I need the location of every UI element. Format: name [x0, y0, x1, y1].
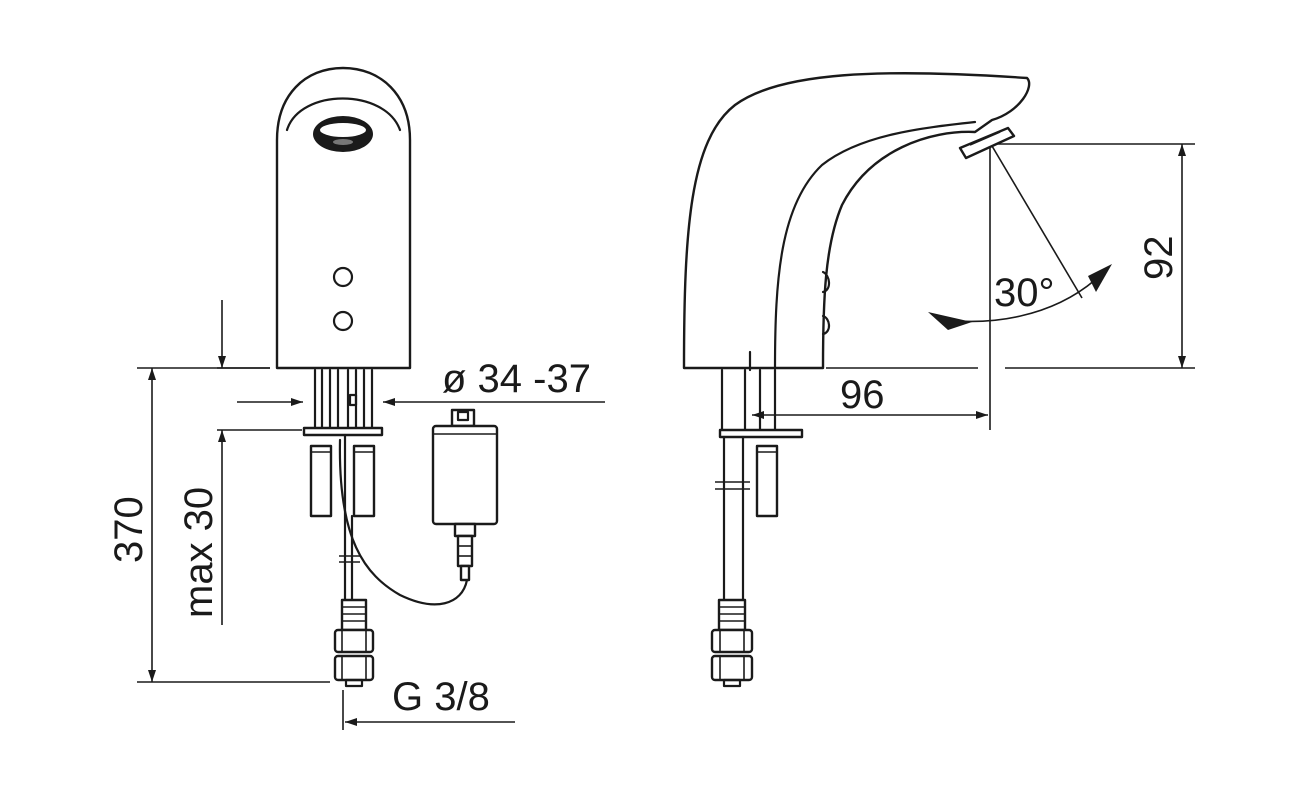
- max-thickness-label: max 30: [177, 487, 221, 618]
- reach-dimension: 96: [752, 373, 988, 419]
- reach-label: 96: [840, 373, 885, 417]
- side-inner-contour: [773, 120, 977, 370]
- front-view: ø 34 -37 max 30 370 G 3/8: [107, 66, 605, 730]
- angle-label: 30°: [994, 271, 1055, 315]
- total-height-label: 370: [107, 496, 151, 563]
- front-top-arc: [285, 97, 402, 132]
- spout-height-dimension: 92: [996, 143, 1195, 369]
- diameter-label: ø 34 -37: [442, 357, 591, 401]
- thread-label: G 3/8: [392, 675, 490, 719]
- side-sensor-bumps: [821, 270, 831, 336]
- side-aerator-icon: [958, 126, 1016, 160]
- front-shank: [302, 368, 384, 688]
- sensor-lower-icon: [332, 310, 354, 332]
- diameter-dimension: ø 34 -37: [237, 357, 605, 406]
- angle-dimension: 30°: [928, 145, 1112, 330]
- side-shank: [710, 350, 804, 688]
- front-faucet-body: [275, 66, 412, 370]
- spout-height-label: 92: [1137, 236, 1181, 281]
- sensor-upper-icon: [332, 266, 354, 288]
- total-height-dimension: 370: [107, 367, 330, 683]
- max-thickness-dimension: max 30: [177, 300, 302, 625]
- aerator-icon: [313, 116, 373, 152]
- side-faucet-body: [682, 72, 1031, 370]
- sensor-cable: [338, 438, 469, 606]
- control-box: [431, 408, 499, 582]
- thread-dimension: G 3/8: [342, 675, 515, 730]
- side-view: 30° 96 92: [682, 72, 1195, 688]
